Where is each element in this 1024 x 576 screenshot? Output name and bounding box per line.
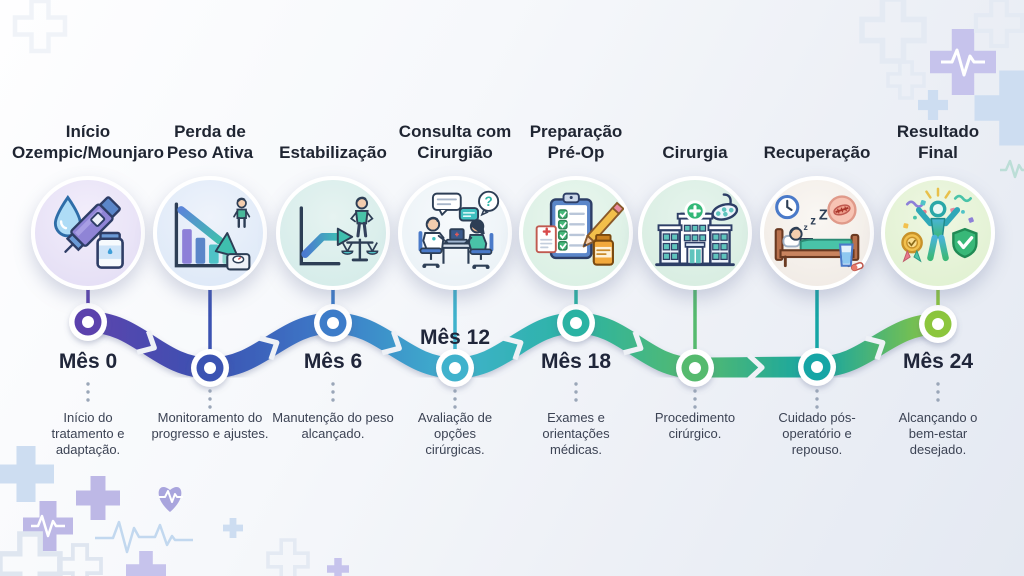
heart-pulse-icon: [158, 487, 182, 512]
connector-dot: [936, 382, 940, 386]
connector-dot: [208, 389, 212, 393]
connector-dot: [86, 398, 90, 402]
connector-dot: [331, 390, 335, 394]
corner-decorations-bottom-left: [0, 446, 349, 576]
connector-dot: [331, 398, 335, 402]
connector-dot: [208, 405, 212, 409]
timeline-node: [69, 303, 107, 341]
timeline-node: [919, 305, 957, 343]
ribbon-chevron: [865, 335, 886, 361]
connector-dot: [453, 397, 457, 401]
connector-dot: [208, 397, 212, 401]
connector-dot: [936, 398, 940, 402]
connector-dot: [693, 397, 697, 401]
connector-dot: [574, 390, 578, 394]
connector-dot: [331, 382, 335, 386]
ribbon-chevron: [623, 330, 644, 356]
connector-dot: [453, 389, 457, 393]
ribbon-chevrons: [136, 330, 886, 382]
timeline-node: [314, 304, 352, 342]
connector-dot: [815, 405, 819, 409]
timeline-node: [436, 349, 474, 387]
connector-dot: [86, 390, 90, 394]
ribbon-chevron: [259, 335, 280, 361]
corner-decorations-top-right: [862, 0, 1024, 179]
connector-dot: [574, 382, 578, 386]
connector-dot: [815, 389, 819, 393]
dotted-connectors: [86, 382, 940, 409]
timeline-nodes: [69, 303, 957, 387]
ekg-line-icon: [31, 514, 65, 538]
timeline-node: [191, 349, 229, 387]
ekg-line-icon: [95, 520, 193, 554]
connector-dot: [453, 405, 457, 409]
connector-dot: [936, 390, 940, 394]
ekg-line-icon: [1000, 159, 1024, 179]
timeline-node: [557, 304, 595, 342]
ribbon-chevron: [747, 353, 765, 382]
ekg-line-icon: [159, 490, 183, 503]
connector-dot: [86, 382, 90, 386]
ribbon-chevron: [136, 330, 157, 355]
connector-dot: [693, 405, 697, 409]
timeline-node: [798, 348, 836, 386]
connector-dot: [815, 397, 819, 401]
connector-dot: [693, 389, 697, 393]
timeline-node: [676, 349, 714, 387]
connector-dot: [574, 398, 578, 402]
ribbon-chevron: [381, 330, 402, 356]
ribbon-chevron: [503, 335, 524, 361]
ekg-line-icon: [941, 48, 985, 77]
